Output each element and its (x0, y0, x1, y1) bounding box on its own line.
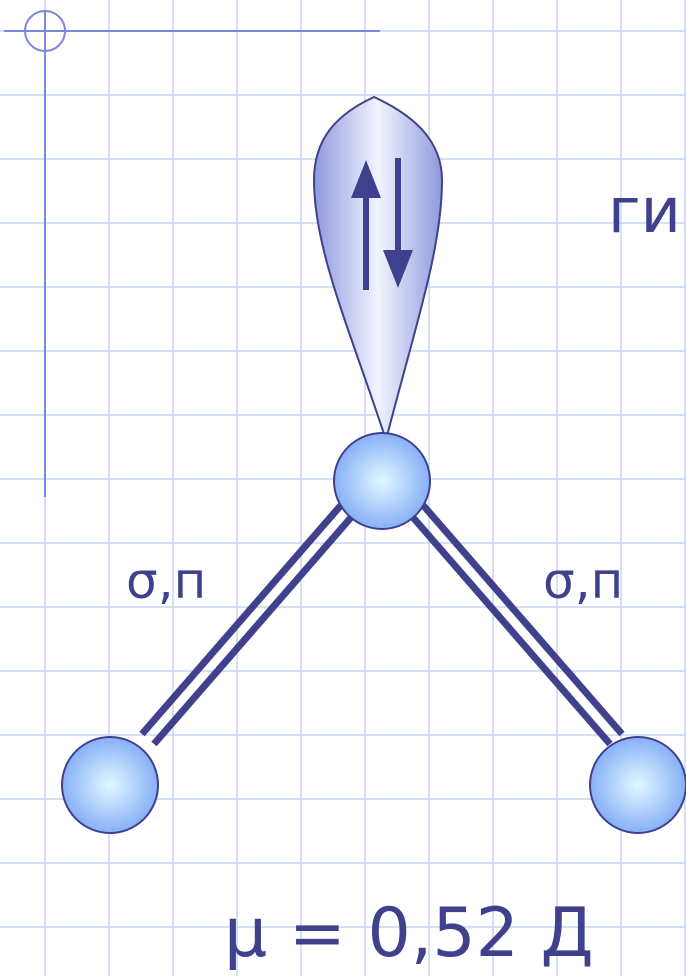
lone-pair-orbital (312, 95, 444, 444)
slide-guide-lines (4, 10, 380, 497)
bond-right (407, 501, 625, 747)
bond-left (139, 501, 357, 747)
dipole-moment-label: μ = 0,52 Д (224, 894, 594, 973)
spin-down-arrow-icon (383, 158, 413, 288)
spin-up-arrow-icon (351, 160, 381, 290)
right-atom (589, 736, 686, 834)
cut-off-label: ги (608, 174, 681, 247)
crosshair-icon (24, 10, 66, 52)
central-atom (333, 432, 431, 530)
bond-type-label-right: σ,п (543, 552, 624, 610)
left-atom (61, 736, 159, 834)
bond-type-label-left: σ,п (126, 552, 207, 610)
